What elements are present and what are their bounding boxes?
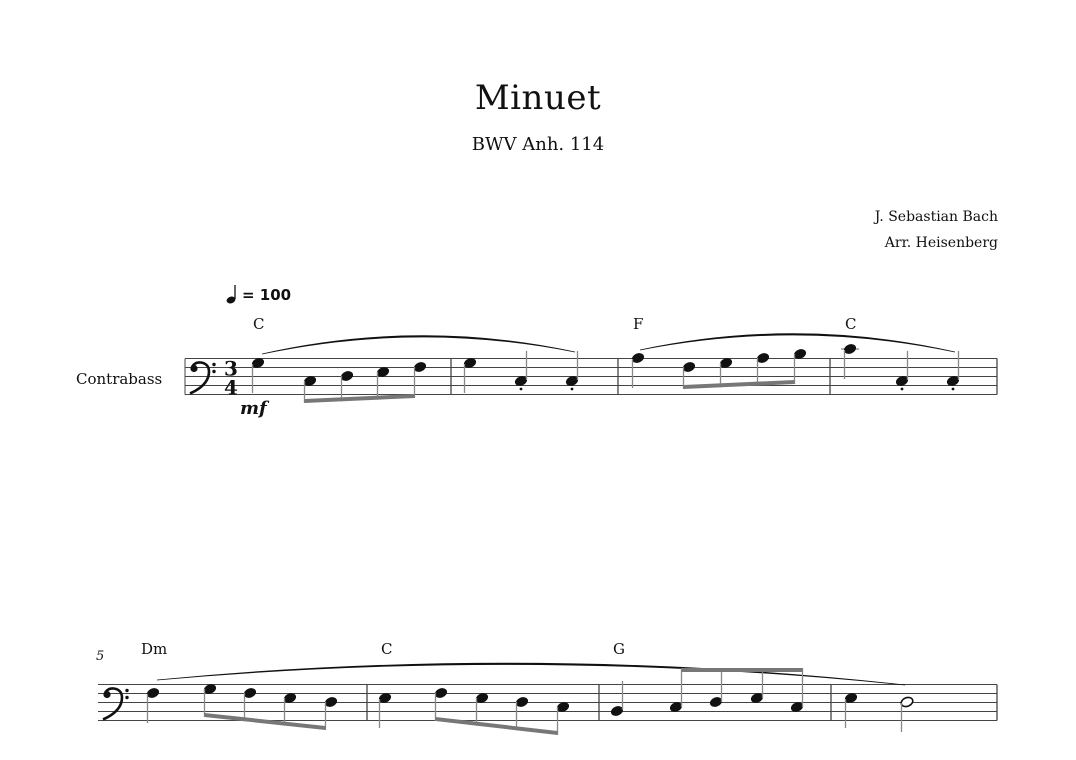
dynamic-marking: mf — [240, 398, 267, 419]
chord-symbol: G — [613, 640, 625, 658]
clef-dot — [125, 695, 129, 700]
time-signature-bottom: 4 — [224, 376, 238, 400]
clef-dot — [212, 369, 216, 374]
measure-number: 5 — [96, 648, 105, 664]
bass-clef-icon — [102, 687, 129, 721]
note — [844, 693, 858, 728]
note — [841, 344, 859, 379]
score-title: Minuet — [474, 78, 602, 118]
arranger-credit: Arr. Heisenberg — [884, 235, 998, 251]
staccato-dot — [900, 387, 904, 391]
note — [146, 688, 160, 723]
beam — [681, 668, 803, 672]
chord-symbol: C — [253, 315, 265, 333]
quarter-note-icon — [226, 285, 236, 304]
time-signature-top: 3 — [224, 357, 238, 381]
chord-symbol: Dm — [141, 640, 168, 658]
clef-dot — [212, 362, 216, 367]
tempo-text: = 100 — [242, 286, 292, 304]
note — [900, 696, 914, 732]
staccato-dot — [519, 387, 523, 391]
chord-symbol: F — [633, 315, 644, 333]
score-subtitle: BWV Anh. 114 — [471, 134, 605, 155]
note — [895, 351, 909, 391]
note — [631, 353, 645, 388]
chord-symbol: C — [381, 640, 393, 658]
clef-dot — [125, 688, 129, 693]
note — [565, 351, 579, 391]
slur — [639, 333, 956, 353]
slur — [261, 335, 576, 355]
clef-dot — [190, 364, 198, 373]
note — [251, 358, 265, 393]
staff-system-1: 34 — [184, 333, 998, 403]
slur — [156, 662, 906, 686]
clef-curve — [102, 687, 124, 721]
staccato-dot — [570, 387, 574, 391]
note — [946, 351, 960, 391]
staccato-dot — [951, 387, 955, 391]
note — [463, 358, 477, 393]
note — [378, 693, 392, 728]
clef-dot — [103, 690, 111, 699]
staff-system-2 — [98, 662, 998, 735]
beam — [304, 394, 415, 403]
bass-clef-icon — [189, 361, 216, 395]
beam — [435, 717, 558, 735]
chord-symbol: C — [845, 315, 857, 333]
beam — [683, 380, 795, 389]
composer-credit: J. Sebastian Bach — [874, 209, 998, 225]
tempo-marking: = 100 — [226, 284, 291, 304]
note — [610, 681, 624, 716]
beam — [204, 713, 326, 730]
note — [514, 351, 528, 391]
instrument-name: Contrabass — [76, 370, 163, 388]
clef-curve — [189, 361, 211, 395]
